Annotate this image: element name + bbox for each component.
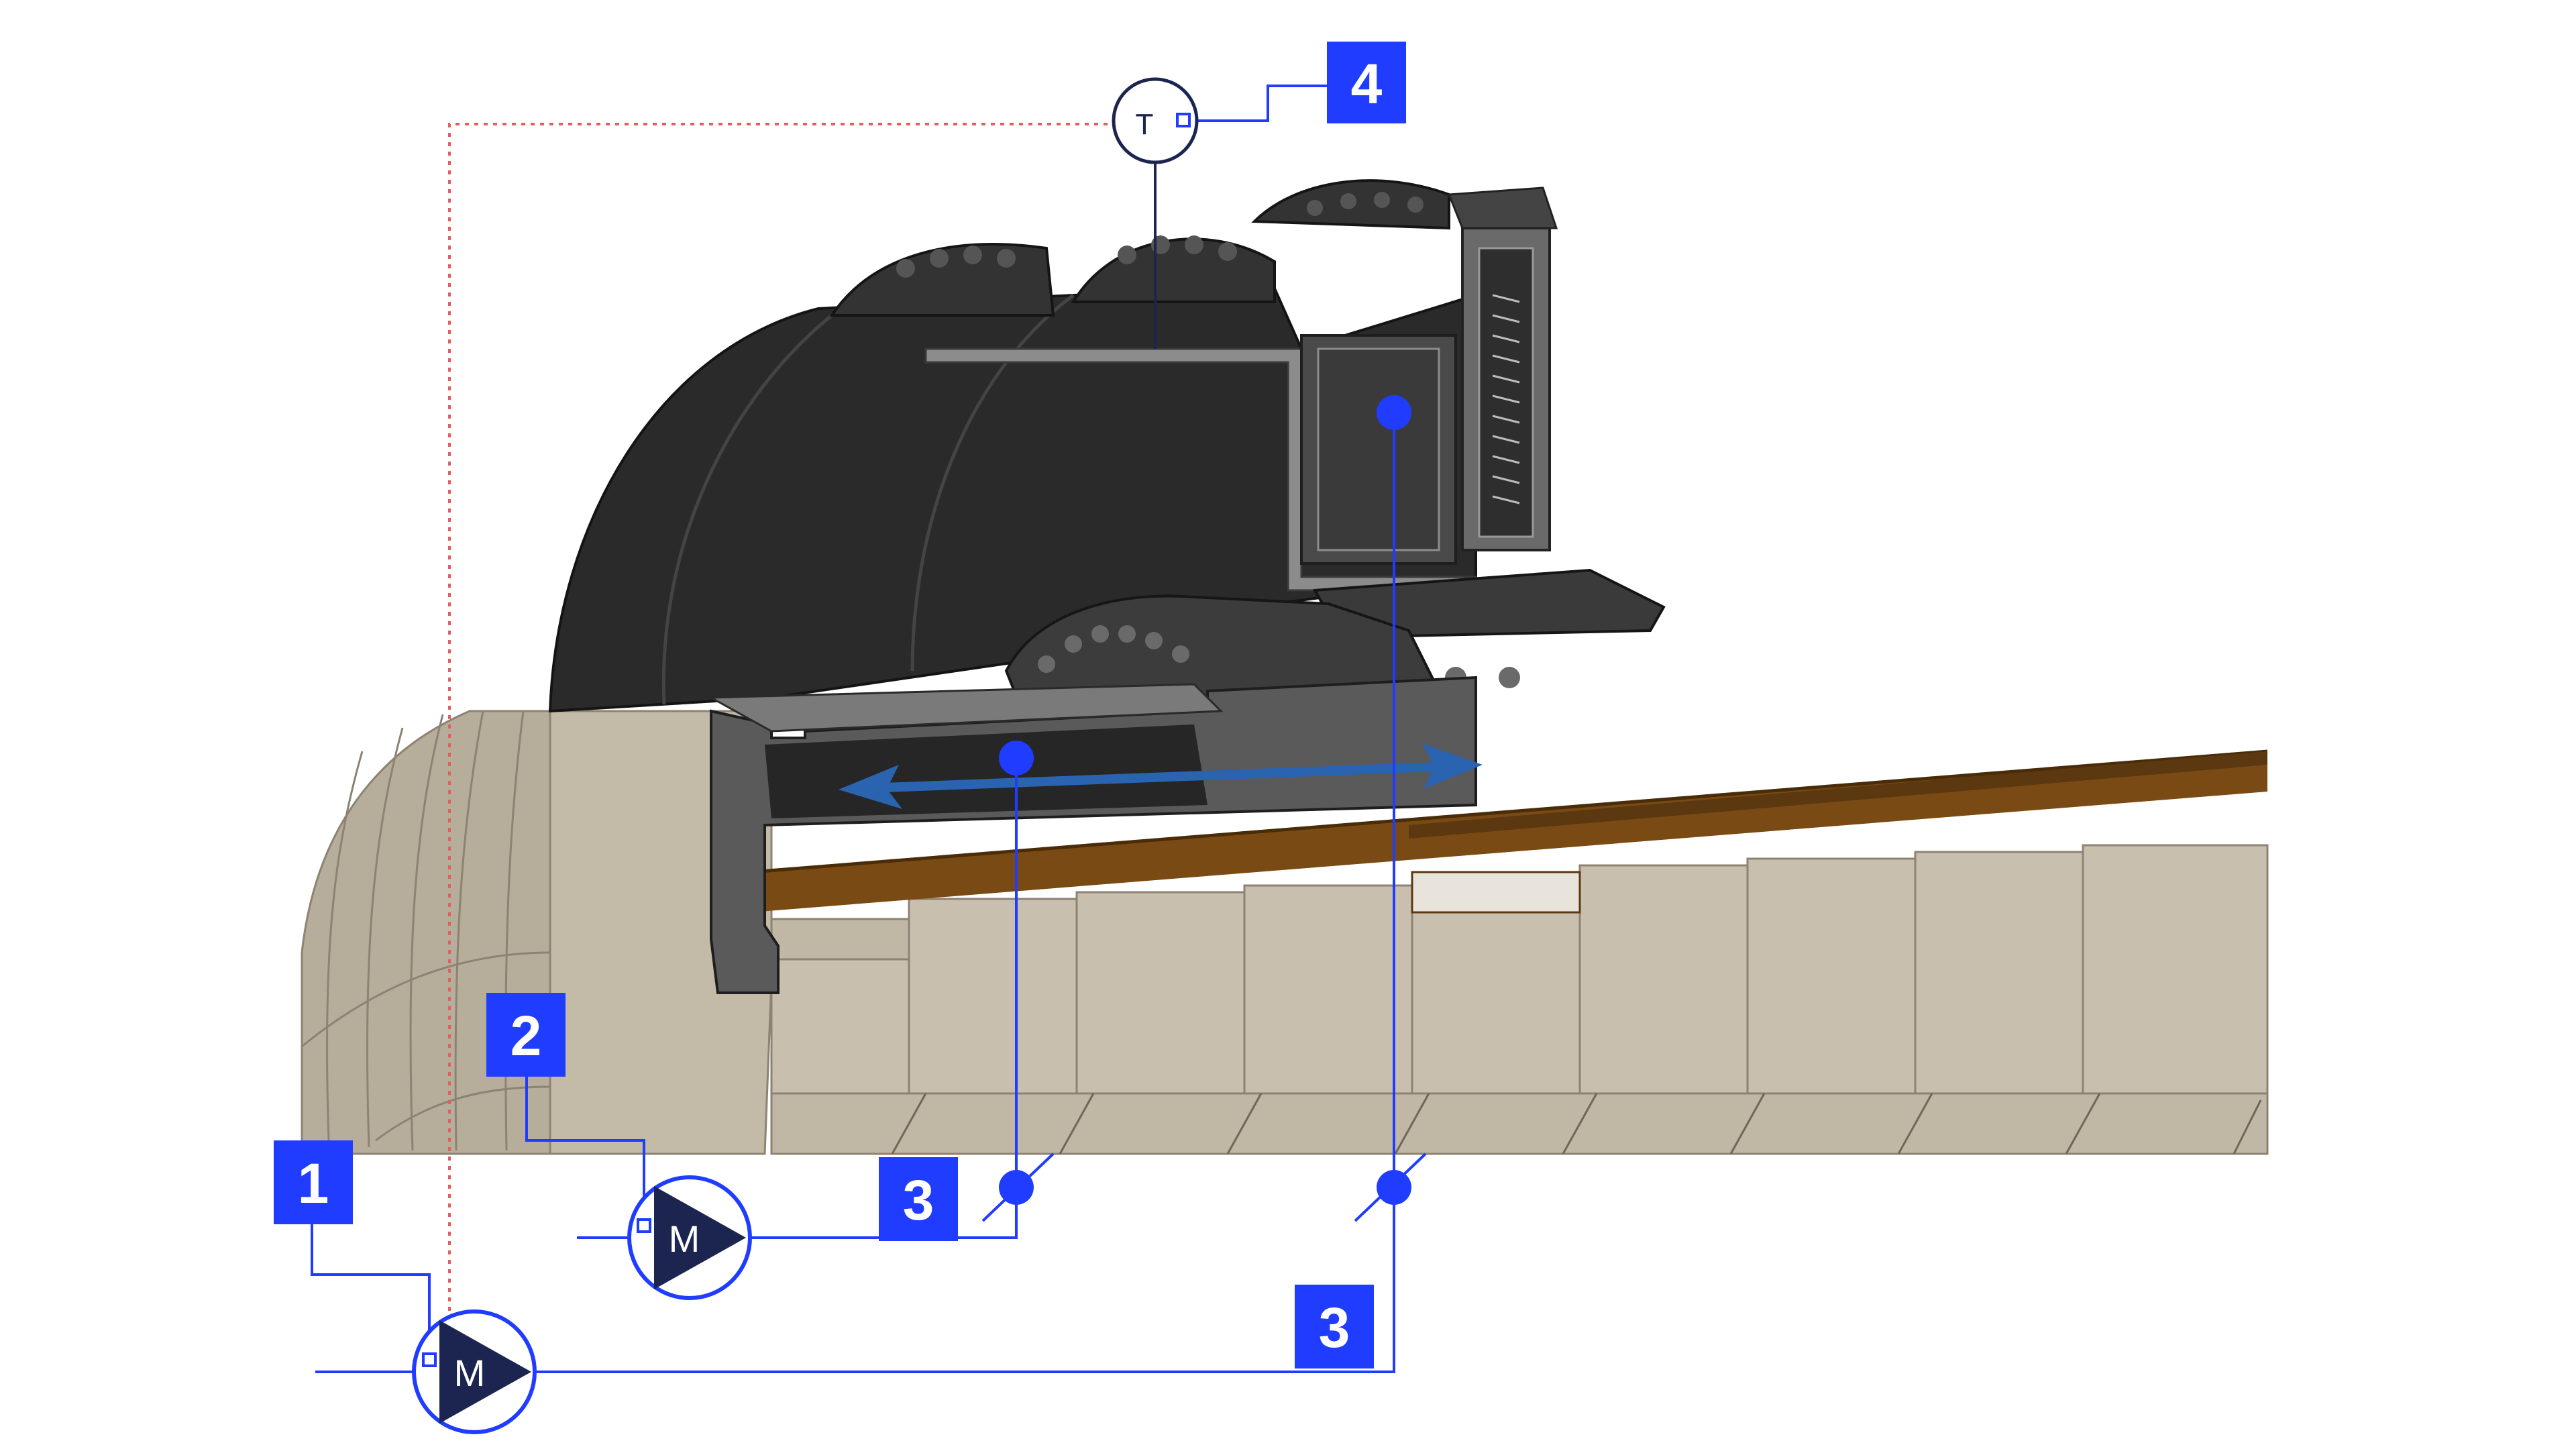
motor-1-outlet-line (537, 1187, 1395, 1373)
motor-1-letter: M (454, 1352, 486, 1394)
kiln-refractory (301, 710, 2269, 1155)
badge-4-label: 4 (1351, 52, 1383, 115)
seal-chamber-inner (1317, 347, 1440, 551)
spring-coil (1492, 294, 1520, 504)
kiln-end-cap-lines (301, 710, 551, 1151)
badge-1-leader (311, 1224, 431, 1362)
seal-assembly (548, 179, 1666, 994)
badge-3-upper: 3 (879, 1157, 958, 1241)
seal-lower-roller (1004, 594, 1445, 706)
motor-pump-icon: M (627, 1175, 752, 1300)
temperature-letter: T (1136, 108, 1154, 141)
motor-2-connector (637, 1218, 651, 1233)
seal-drum-ribs (661, 294, 1075, 705)
measurement-point-icon (1377, 395, 1411, 430)
badge-3-lower: 3 (1295, 1285, 1374, 1368)
seal-top-strip (707, 683, 1224, 733)
kiln-brick-joints (891, 1093, 2262, 1155)
temperature-control-dashed-line (448, 123, 1117, 1342)
motor-1-connector (422, 1352, 437, 1367)
spring-housing-cap (1447, 186, 1558, 229)
badge-2: 2 (486, 993, 566, 1077)
measurement-point-icon (999, 741, 1034, 775)
badge-2-leader (525, 1077, 645, 1224)
badge-4-leader (1184, 85, 1328, 122)
badge-2-label: 2 (511, 1004, 542, 1067)
badge-1-label: 1 (298, 1152, 329, 1215)
motor-pump-icon: M (412, 1309, 537, 1434)
temperature-sensor-icon: T (1112, 77, 1199, 164)
kiln-shell-top (1409, 751, 2267, 839)
measurement-points (999, 395, 1411, 1205)
badge-3-lower-label: 3 (1319, 1296, 1350, 1359)
spring-housing-inner (1478, 247, 1534, 538)
measurement-point-icon (1377, 1170, 1411, 1205)
badge-4: 4 (1327, 42, 1406, 123)
seal-flanges (829, 179, 1450, 317)
axial-movement-arrow (839, 743, 1483, 809)
kiln-brick-blocks (770, 844, 2269, 1095)
badge-1: 1 (274, 1140, 353, 1224)
motor-2-letter: M (669, 1218, 700, 1260)
badge-3-upper-label: 3 (903, 1169, 934, 1232)
kiln-shell-edge (751, 749, 2268, 874)
kiln-shell-gap (1411, 871, 1581, 914)
temperature-connector (1176, 113, 1191, 127)
measurement-point-icon (999, 1170, 1034, 1205)
